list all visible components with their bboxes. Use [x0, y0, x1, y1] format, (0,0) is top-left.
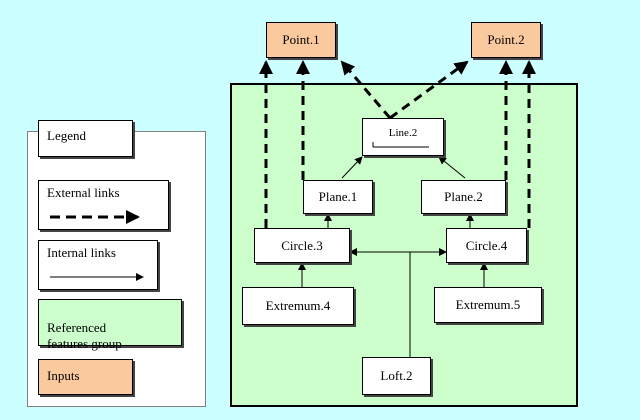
- node-extremum-5: Extremum.5: [434, 287, 542, 323]
- ext-line2-point2: [389, 60, 469, 120]
- node-loft-2: Loft.2: [362, 357, 431, 395]
- int-plane2-line2: [438, 156, 466, 179]
- legend-inputs-label: Inputs: [47, 368, 80, 383]
- node-plane-1: Plane.1: [303, 180, 373, 214]
- node-plane-2: Plane.2: [421, 180, 506, 214]
- legend-internal-links: Internal links: [38, 240, 158, 290]
- node-circle-3: Circle.3: [254, 228, 350, 263]
- internal-links: [298, 156, 488, 357]
- node-circle-4: Circle.4: [446, 228, 527, 263]
- legend-group-label: Referenced features group: [47, 320, 122, 351]
- input-point-1: Point.1: [266, 22, 336, 58]
- input-point-2: Point.2: [471, 22, 541, 58]
- legend-title: Legend: [38, 120, 133, 157]
- legend-external-label: External links: [47, 185, 120, 200]
- node-extremum-4: Extremum.4: [242, 287, 354, 325]
- legend-inputs-swatch: Inputs: [38, 359, 133, 395]
- node-line-2: Line.2: [362, 118, 444, 156]
- external-links: [259, 60, 536, 228]
- legend-external-links: External links: [38, 180, 169, 230]
- int-plane1-line2: [341, 156, 363, 179]
- legend-internal-label: Internal links: [47, 245, 116, 260]
- legend-group-swatch: Referenced features group: [38, 299, 182, 351]
- ext-line2-point1: [340, 60, 392, 119]
- line-2-inner-arrow: [372, 142, 429, 148]
